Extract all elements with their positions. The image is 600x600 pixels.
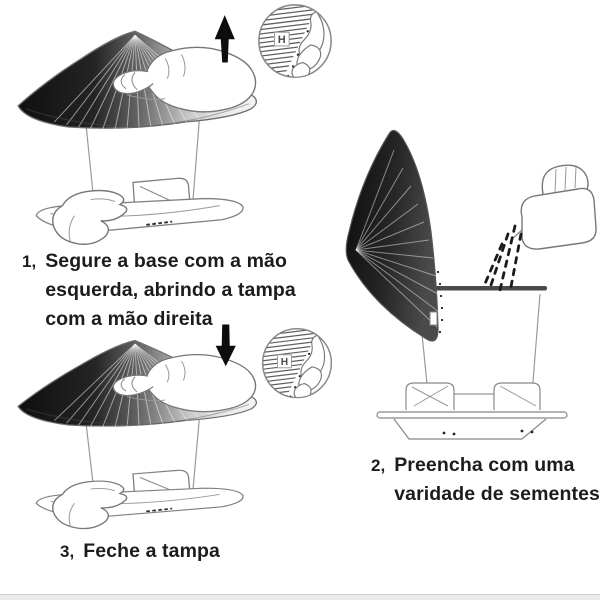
down-arrow-icon <box>215 324 236 367</box>
page-bottom-strip <box>0 594 600 600</box>
step-3-caption: 3, Feche a tampa <box>60 537 220 566</box>
step-2-illustration <box>344 129 598 441</box>
up-arrow-icon <box>214 15 235 63</box>
step-2-text: Preencha com uma varidade de sementes <box>394 454 600 505</box>
step-1-caption: 1, Segure a base com a mão esquerda, abr… <box>22 247 296 334</box>
step-3-text: Feche a tampa <box>83 540 220 562</box>
step-1-number: 1, <box>22 252 37 271</box>
lid-detail-inset-1 <box>254 2 336 84</box>
step-1-illustration <box>17 15 258 246</box>
step-2-caption: 2, Preencha com uma varidade de sementes <box>371 451 600 509</box>
step-2-number: 2, <box>371 456 386 475</box>
step-3-illustration <box>17 324 258 530</box>
step-1-text: Segure a base com a mão esquerda, abrind… <box>45 250 296 330</box>
step-3-number: 3, <box>60 542 75 561</box>
lid-detail-inset-2 <box>258 326 336 404</box>
